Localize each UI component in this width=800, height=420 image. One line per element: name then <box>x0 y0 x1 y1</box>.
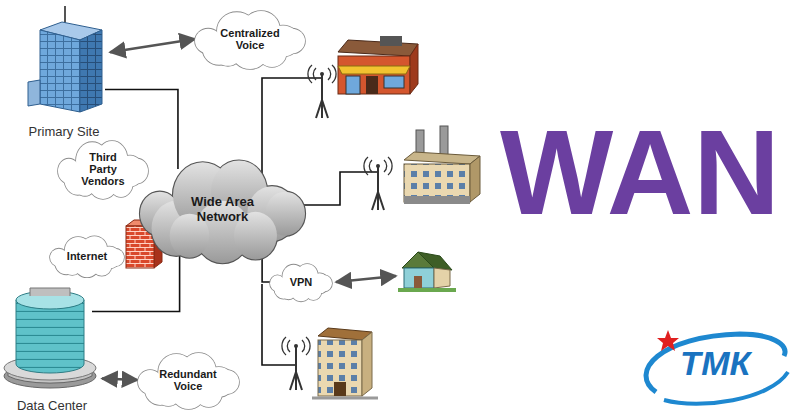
connector-line <box>110 39 195 52</box>
vpn-arrow <box>336 276 396 282</box>
factory-building <box>404 126 480 204</box>
cloud-label: Centralized Voice <box>215 27 285 52</box>
site-node: Primary Site <box>18 4 110 142</box>
radio-tower <box>308 65 336 118</box>
radio-tower <box>282 337 310 390</box>
house-building <box>398 252 456 290</box>
site-label: Primary Site <box>29 125 100 140</box>
cloud-node: Third Party Vendors <box>58 138 148 200</box>
network-wire <box>262 78 322 175</box>
connector-line <box>102 378 138 380</box>
site-label: Data Center <box>17 399 87 414</box>
company-logo <box>646 330 788 404</box>
network-cloud: Wide Area Network <box>140 155 305 265</box>
cloud-label: Wide Area Network <box>191 195 255 224</box>
office-tower <box>28 6 102 112</box>
cloud-node: Centralized Voice <box>195 8 305 70</box>
radio-tower <box>364 157 392 210</box>
cloud-label: Internet <box>67 250 107 262</box>
logo-text: ТМК <box>680 346 750 380</box>
site-node: Data Center <box>2 282 102 416</box>
title-word: WAN <box>500 112 780 232</box>
cloud-node: Internet <box>50 234 124 278</box>
store-building <box>338 36 418 94</box>
network-wire <box>295 172 378 205</box>
cloud-label: VPN <box>290 276 313 288</box>
cloud-label: Redundant Voice <box>155 368 221 393</box>
cloud-node: VPN <box>270 262 332 302</box>
cloud-label: Third Party Vendors <box>76 151 130 188</box>
datacenter-building <box>4 288 96 388</box>
apartment-building <box>312 328 378 398</box>
cloud-node: Redundant Voice <box>138 350 239 410</box>
connector-group <box>92 39 270 380</box>
